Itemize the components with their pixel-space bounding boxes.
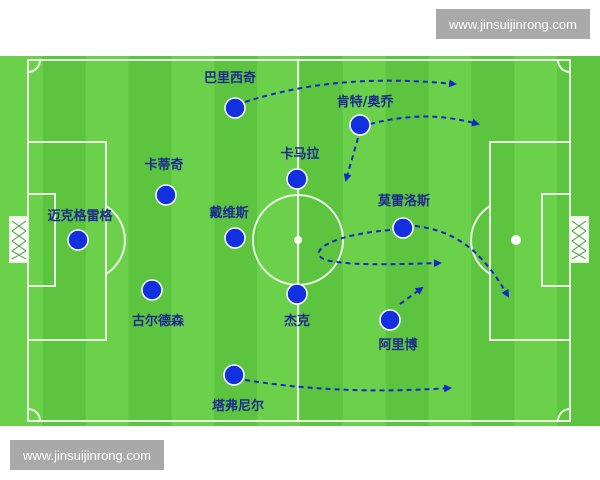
player-dot-karamla[interactable] xyxy=(286,168,308,190)
grass-stripe xyxy=(342,56,387,426)
corner-arc-tl xyxy=(27,59,41,73)
player-label-barrios: 巴里西奇 xyxy=(204,70,256,86)
player-label-karamla: 卡马拉 xyxy=(280,146,319,162)
grass-stripe xyxy=(85,56,130,426)
left-goal xyxy=(9,216,29,263)
arrow-loop-run xyxy=(317,229,442,268)
arrow-arribo-run xyxy=(399,286,424,305)
player-dot-kadi[interactable] xyxy=(155,184,177,206)
player-dot-jack[interactable] xyxy=(286,283,308,305)
player-dot-davis[interactable] xyxy=(224,227,246,249)
right-penalty-arc xyxy=(470,205,491,275)
arrow-kenter-drop xyxy=(343,137,359,182)
player-dot-barrios[interactable] xyxy=(224,97,246,119)
grass-stripe xyxy=(171,56,215,426)
grass-stripe xyxy=(428,56,472,426)
corner-arc-br xyxy=(557,408,571,422)
player-dot-arribo[interactable] xyxy=(379,309,401,331)
corner-arc-bl xyxy=(27,408,41,422)
grass-stripe xyxy=(471,56,515,426)
arrow-barrios-run xyxy=(244,79,457,103)
right-penalty-spot xyxy=(511,235,521,245)
player-dot-kenter[interactable] xyxy=(349,114,371,136)
grass-stripe xyxy=(300,56,344,426)
right-goal xyxy=(569,216,589,263)
player-dot-tavernier[interactable] xyxy=(223,364,245,386)
football-pitch: 巴里西奇 肯特/奥乔 卡马拉 卡蒂奇 迈克格雷格 戴维斯 莫雷洛斯 古尔德森 杰… xyxy=(0,56,600,426)
player-label-goldson: 古尔德森 xyxy=(132,313,185,329)
player-label-jack: 杰克 xyxy=(284,313,310,329)
watermark-bottom: www.jinsuijinrong.com xyxy=(10,440,164,470)
watermark-top: www.jinsuijinrong.com xyxy=(436,9,590,39)
corner-arc-tr xyxy=(557,59,571,73)
player-label-tavernier: 塔弗尼尔 xyxy=(212,398,264,414)
grass-stripe xyxy=(257,56,301,426)
arrow-tavernier-run xyxy=(244,379,452,393)
grass-stripe xyxy=(514,56,558,426)
player-label-arribo: 阿里博 xyxy=(378,337,417,353)
center-spot xyxy=(294,236,302,244)
player-label-davis: 戴维斯 xyxy=(209,205,248,221)
grass-stripes xyxy=(0,56,600,426)
player-label-morelos: 莫雷洛斯 xyxy=(377,193,430,209)
players: 巴里西奇 肯特/奥乔 卡马拉 卡蒂奇 迈克格雷格 戴维斯 莫雷洛斯 古尔德森 杰… xyxy=(47,70,430,414)
player-dot-morelos[interactable] xyxy=(392,217,414,239)
arrow-kenter-run xyxy=(369,115,480,127)
left-penalty-arc xyxy=(105,205,126,275)
player-dot-goldson[interactable] xyxy=(141,279,163,301)
grass-stripe xyxy=(385,56,430,426)
player-dot-keeper[interactable] xyxy=(67,229,89,251)
player-label-kadi: 卡蒂奇 xyxy=(144,157,183,173)
grass-stripe xyxy=(128,56,172,426)
movement-arrows xyxy=(244,79,509,393)
player-label-keeper: 迈克格雷格 xyxy=(47,208,113,224)
player-label-kenter: 肯特/奥乔 xyxy=(337,94,395,110)
